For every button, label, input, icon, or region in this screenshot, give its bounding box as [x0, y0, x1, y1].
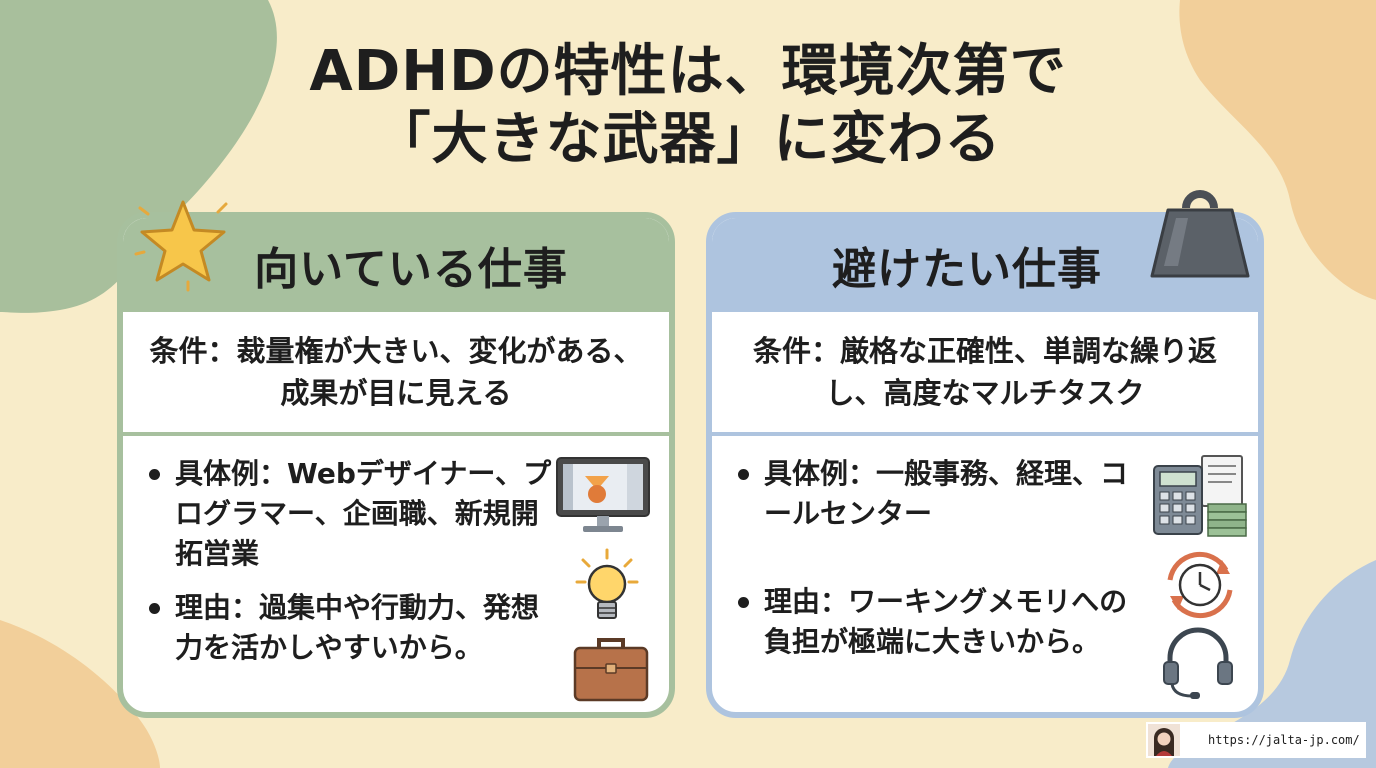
avatar [1148, 724, 1180, 756]
divider [123, 432, 669, 436]
monitor-design-icon [556, 457, 650, 532]
headset-icon [1163, 627, 1233, 699]
site-url[interactable]: https://jalta-jp.com/ [1208, 733, 1360, 747]
list-item: 具体例：Webデザイナー、プログラマー、企画職、新規開拓営業 [147, 454, 565, 574]
footer-banner: https://jalta-jp.com/ [1146, 722, 1366, 758]
list-item: 理由：ワーキングメモリへの負担が極端に大きいから。 [736, 582, 1154, 662]
calculator-documents-icon [1153, 455, 1247, 537]
page-title: ADHDの特性は、環境次第で 「大きな武器」に変わる [0, 38, 1376, 174]
clock-cycle-icon [1167, 551, 1233, 619]
briefcase-icon [573, 638, 649, 702]
title-line-1: ADHDの特性は、環境次第で [309, 39, 1067, 104]
avoid-jobs-condition: 条件：厳格な正確性、単調な繰り返し、高度なマルチタスク [752, 334, 1217, 410]
weight-icon [1150, 190, 1250, 278]
suitable-jobs-card: 向いている仕事 条件：裁量権が大きい、変化がある、成果が目に見える 具体例：We… [117, 212, 675, 718]
list-item: 具体例：一般事務、経理、コールセンター [736, 454, 1154, 534]
star-icon [134, 200, 228, 292]
suitable-jobs-heading: 向いている仕事 [123, 218, 669, 312]
suitable-jobs-list: 具体例：Webデザイナー、プログラマー、企画職、新規開拓営業 理由：過集中や行動… [123, 436, 669, 668]
orange-blob-bottom [0, 620, 160, 768]
lightbulb-icon [575, 548, 639, 619]
avoid-jobs-card: 避けたい仕事 条件：厳格な正確性、単調な繰り返し、高度なマルチタスク 具体例：一… [706, 212, 1264, 718]
orange-blob-top [1179, 0, 1376, 300]
divider [712, 432, 1258, 436]
list-item: 理由：過集中や行動力、発想力を活かしやすいから。 [147, 588, 565, 668]
green-blob [0, 0, 277, 313]
title-line-2: 「大きな武器」に変わる [374, 107, 1002, 172]
avoid-jobs-list: 具体例：一般事務、経理、コールセンター 理由：ワーキングメモリへの負担が極端に大… [712, 436, 1258, 662]
blue-blob [1168, 560, 1376, 768]
suitable-jobs-condition: 条件：裁量権が大きい、変化がある、成果が目に見える [149, 334, 643, 410]
